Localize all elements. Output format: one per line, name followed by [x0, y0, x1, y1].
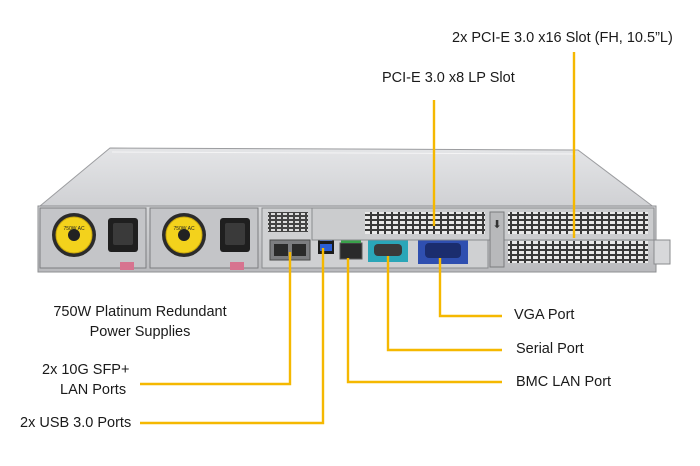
- label-psu-line-2: Power Supplies: [89, 324, 191, 340]
- label-serial-port: Serial Port: [516, 341, 584, 357]
- label-power-supplies: 750W Platinum Redundant Power Supplies: [40, 302, 240, 342]
- label-pcie-x16: 2x PCI-E 3.0 x16 Slot (FH, 10.5”L): [452, 30, 673, 46]
- pcie-x8-slot: [365, 212, 485, 234]
- label-usb-ports: 2x USB 3.0 Ports: [20, 415, 132, 431]
- leader-lines: [140, 52, 576, 425]
- power-supply-1: 750W AC: [39, 207, 147, 270]
- pcie-bracket: [489, 211, 505, 268]
- leader-sfp: [140, 252, 292, 386]
- chassis-top-cover: [38, 147, 657, 209]
- label-sfp-line-1: 2x 10G SFP+: [42, 362, 130, 378]
- label-sfp-ports: 2x 10G SFP+ LAN Ports: [42, 360, 129, 400]
- psu-release-tab: [120, 262, 134, 270]
- io-vent: [268, 212, 308, 232]
- label-sfp-line-2: LAN Ports: [60, 382, 127, 398]
- leader-bmc: [346, 258, 502, 384]
- leader-serial: [386, 256, 502, 352]
- label-vga-port: VGA Port: [514, 307, 575, 323]
- lock-icon: ⬇: [492, 219, 501, 231]
- leader-vga: [438, 258, 502, 318]
- power-supply-2: 750W AC: [149, 207, 259, 270]
- bmc-lan-port: [339, 242, 363, 260]
- psu-2-badge: 750W AC: [173, 226, 195, 232]
- label-bmc-lan-port: BMC LAN Port: [516, 374, 612, 390]
- leader-usb: [140, 248, 325, 425]
- pcie-x16-slot-1: [508, 212, 648, 234]
- label-pcie-x8: PCI-E 3.0 x8 LP Slot: [382, 70, 515, 86]
- pcie-x16-slot-2: [508, 241, 648, 263]
- psu-1-badge: 750W AC: [63, 226, 85, 232]
- label-psu-line-1: 750W Platinum Redundant: [53, 304, 227, 320]
- psu-release-tab: [230, 262, 244, 270]
